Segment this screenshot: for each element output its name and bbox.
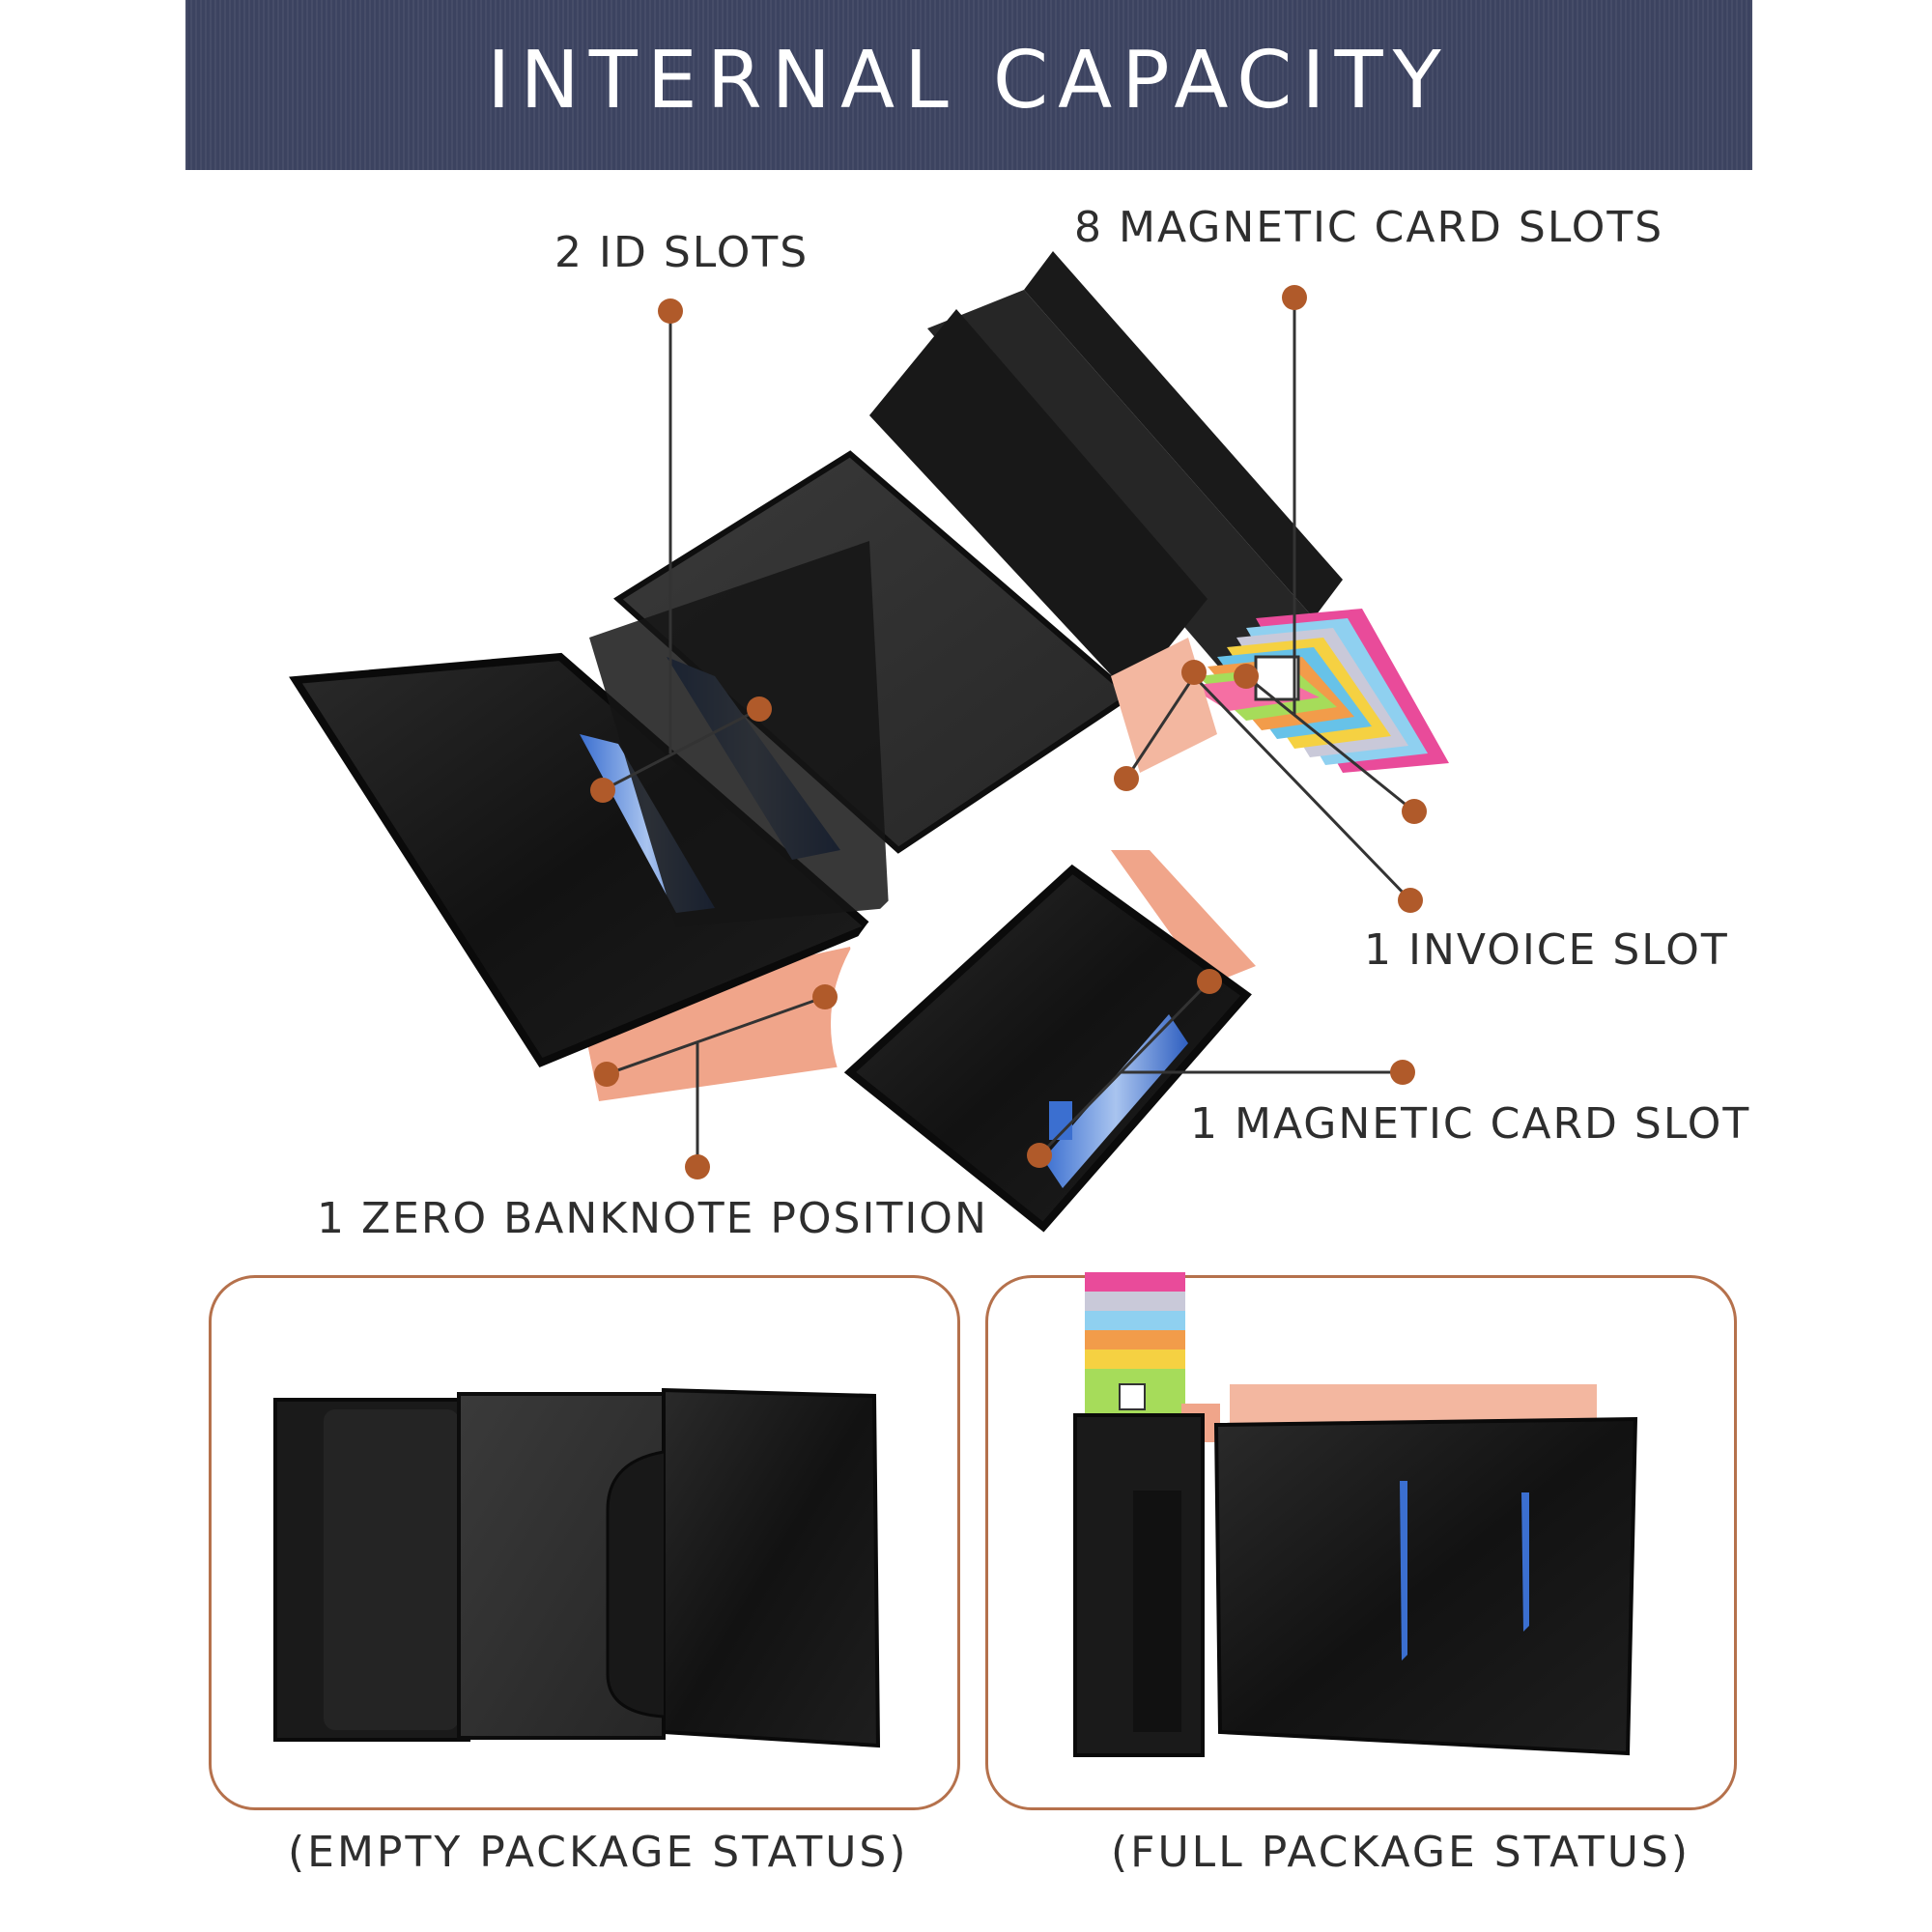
callout-dots: [590, 285, 1427, 1179]
card-stack: [1085, 1272, 1185, 1417]
title-banner: INTERNAL CAPACITY: [185, 0, 1752, 170]
callout-id-slots: 2 ID SLOTS: [554, 228, 810, 277]
qr-code-icon: [1119, 1383, 1146, 1410]
callout-banknote-position: 1 ZERO BANKNOTE POSITION: [317, 1194, 988, 1243]
caption-full: (FULL PACKAGE STATUS): [1111, 1828, 1691, 1877]
banner-title: INTERNAL CAPACITY: [487, 34, 1451, 127]
caption-empty: (EMPTY PACKAGE STATUS): [288, 1828, 909, 1877]
qr-code-icon: [1254, 655, 1300, 701]
callout-invoice-slot: 1 INVOICE SLOT: [1364, 925, 1729, 975]
empty-wallet-image: [273, 1387, 881, 1748]
full-package-panel: [985, 1272, 1737, 1810]
open-wallet: [289, 251, 1449, 1101]
callout-magnetic-card-slots: 8 MAGNETIC CARD SLOTS: [1074, 203, 1664, 252]
callout-lines: [602, 298, 1415, 1167]
callout-magnetic-card-slot: 1 MAGNETIC CARD SLOT: [1190, 1099, 1751, 1149]
full-wallet-image: [1073, 1272, 1638, 1757]
closed-wallet-inset: [831, 831, 1333, 1233]
empty-package-panel: [209, 1275, 960, 1810]
